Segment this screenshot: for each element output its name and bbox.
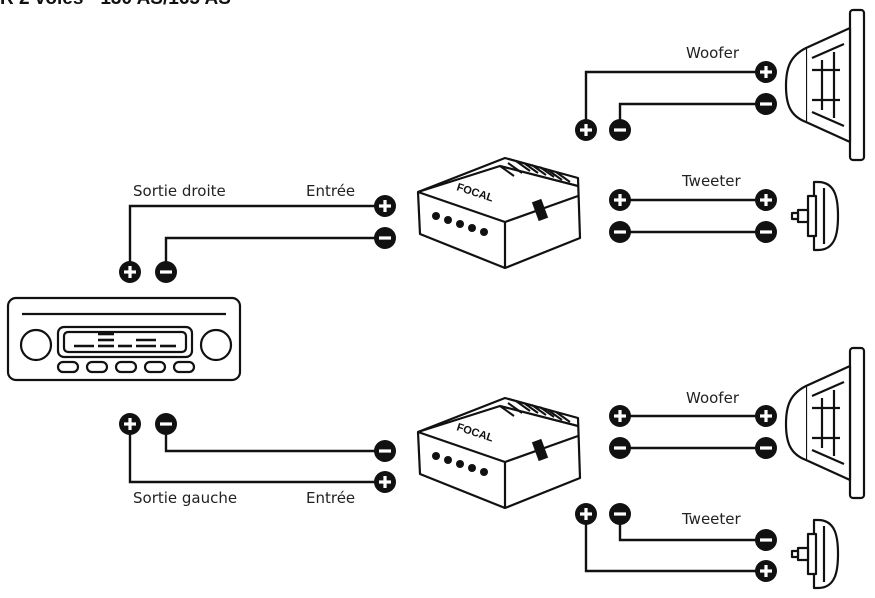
terminal-minus-icon xyxy=(755,93,777,115)
terminal-minus-icon xyxy=(755,437,777,459)
terminal-plus-icon xyxy=(609,405,631,427)
woofer-speaker-icon xyxy=(784,8,866,162)
terminal-plus-icon xyxy=(755,405,777,427)
terminal-minus-icon xyxy=(374,440,396,462)
terminal-plus-icon xyxy=(575,119,597,141)
car-radio-icon xyxy=(6,296,242,382)
terminal-plus-icon xyxy=(575,503,597,525)
terminal-minus-icon xyxy=(155,261,177,283)
label-sortie-gauche: Sortie gauche xyxy=(133,489,238,507)
terminal-plus-icon xyxy=(374,195,396,217)
crossover-filter-icon: FOCAL xyxy=(416,396,582,510)
terminal-minus-icon xyxy=(755,529,777,551)
terminal-minus-icon xyxy=(155,413,177,435)
terminal-plus-icon xyxy=(374,471,396,493)
tweeter-speaker-icon xyxy=(790,180,840,252)
terminal-minus-icon xyxy=(374,227,396,249)
crossover-filter-icon: FOCAL xyxy=(416,156,582,270)
terminal-minus-icon xyxy=(609,503,631,525)
woofer-speaker-icon xyxy=(784,346,866,500)
label-sortie-droite: Sortie droite xyxy=(133,182,226,200)
terminal-plus-icon xyxy=(755,189,777,211)
label-woofer-top: Woofer xyxy=(686,44,739,62)
label-tweeter-top: Tweeter xyxy=(682,172,741,190)
label-entree-top: Entrée xyxy=(306,182,356,200)
label-entree-bottom: Entrée xyxy=(306,489,356,507)
terminal-plus-icon xyxy=(119,413,141,435)
page-title: R 2 voies - 130 AS/165 AS xyxy=(0,0,231,10)
label-tweeter-bottom: Tweeter xyxy=(682,510,741,528)
terminal-plus-icon xyxy=(755,560,777,582)
terminal-minus-icon xyxy=(609,221,631,243)
terminal-plus-icon xyxy=(755,61,777,83)
terminal-minus-icon xyxy=(609,119,631,141)
terminal-minus-icon xyxy=(609,437,631,459)
terminal-plus-icon xyxy=(609,189,631,211)
terminal-plus-icon xyxy=(119,261,141,283)
label-woofer-bottom: Woofer xyxy=(686,389,739,407)
terminal-minus-icon xyxy=(755,221,777,243)
tweeter-speaker-icon xyxy=(790,518,840,590)
